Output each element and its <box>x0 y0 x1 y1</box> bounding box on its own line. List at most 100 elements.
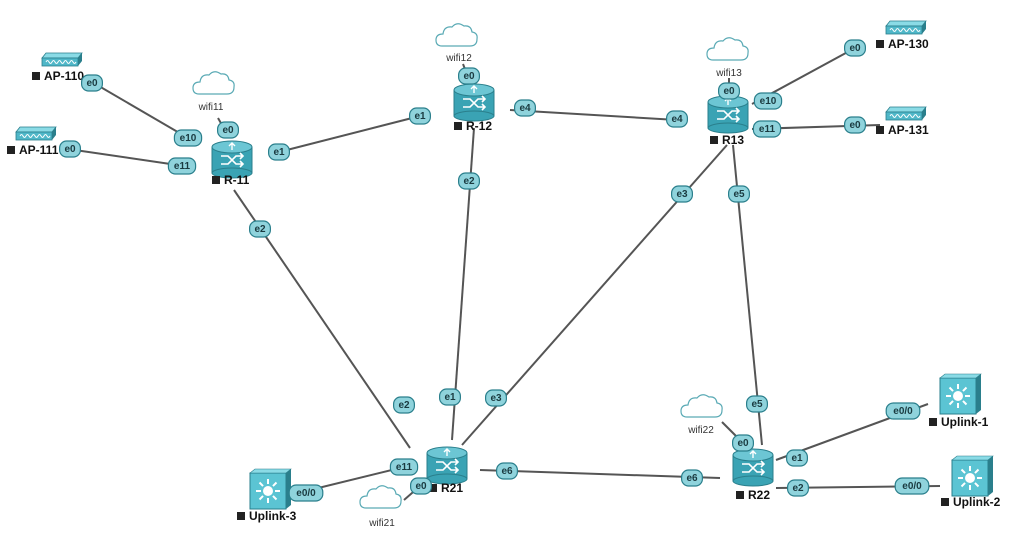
device-label: Uplink-1 <box>941 415 989 429</box>
access-point-ap-111[interactable]: AP-111 <box>7 126 59 157</box>
port-badge-shape <box>389 458 419 476</box>
port-badge-ap-110-e0[interactable]: e0 <box>80 74 103 92</box>
switch-uplink-2[interactable]: Uplink-2 <box>941 455 1001 509</box>
port-badge-r21-e2[interactable]: e2 <box>393 396 416 414</box>
port-badge-ap-111-e0[interactable]: e0 <box>58 140 81 158</box>
port-badge-uplink-2-e0/0[interactable]: e0/0 <box>894 477 930 495</box>
port-badge-shape <box>894 477 930 495</box>
port-badge-r21-e0[interactable]: e0 <box>410 477 433 495</box>
port-badge-shape <box>670 185 693 203</box>
port-badge-r21-e3[interactable]: e3 <box>485 389 508 407</box>
cloud-wifi22[interactable]: wifi22 <box>680 394 723 436</box>
router-arrow-icon <box>443 448 451 456</box>
ap-top <box>41 52 83 59</box>
port-badge-r22-e1[interactable]: e1 <box>785 449 808 467</box>
switch-icon <box>951 455 994 497</box>
port-badge-shape <box>409 107 432 125</box>
device-label: Uplink-3 <box>249 509 297 523</box>
port-badge-shape <box>843 39 866 57</box>
switch-icon <box>249 468 292 510</box>
link-r21-uplink-3[interactable] <box>305 466 405 492</box>
port-badge-shape <box>680 469 703 487</box>
router-r21[interactable]: R21 <box>426 446 468 495</box>
port-badge-r21-e1[interactable]: e1 <box>439 388 462 406</box>
router-r13[interactable]: R13 <box>707 95 749 147</box>
cloud-shape <box>192 71 235 95</box>
port-badge-r-11-e1[interactable]: e1 <box>268 143 291 161</box>
port-badge-shape <box>513 99 536 117</box>
link-r-11-r-12[interactable] <box>278 115 421 153</box>
port-badge-r13-e5[interactable]: e5 <box>727 185 750 203</box>
port-badge-r-11-e0[interactable]: e0 <box>217 121 240 139</box>
port-badge-shape <box>393 396 416 414</box>
access-point-ap-131[interactable]: AP-131 <box>876 106 929 137</box>
cloud-wifi13[interactable]: wifi13 <box>706 37 749 79</box>
access-point-ap-110[interactable]: AP-110 <box>32 52 84 83</box>
port-badge-shape <box>727 185 750 203</box>
port-badge-r13-e3[interactable]: e3 <box>670 185 693 203</box>
status-indicator <box>736 491 744 499</box>
port-badge-r13-e11[interactable]: e11 <box>752 120 782 138</box>
router-icon <box>426 446 468 485</box>
switch-top <box>249 468 292 474</box>
port-badge-r-12-e4[interactable]: e4 <box>513 99 536 117</box>
switch-uplink-3[interactable]: Uplink-3 <box>237 468 297 523</box>
port-badge-shape <box>752 120 782 138</box>
port-badge-r21-e11[interactable]: e11 <box>389 458 419 476</box>
link-ap-111-r-11[interactable] <box>67 148 185 167</box>
cloud-wifi12[interactable]: wifi12 <box>435 23 478 64</box>
link-ap-110-r-11[interactable] <box>91 81 189 139</box>
port-badge-ap-131-e0[interactable]: e0 <box>843 116 866 134</box>
port-label: e1 <box>414 111 426 122</box>
router-base <box>732 475 774 487</box>
port-label: e6 <box>501 466 513 477</box>
port-badge-r13-e0[interactable]: e0 <box>717 82 740 100</box>
cloud-wifi11[interactable]: wifi11 <box>192 71 235 113</box>
switch-icon <box>939 373 982 415</box>
router-r22[interactable]: R22 <box>732 448 774 502</box>
port-badge-uplink-3-e0/0[interactable]: e0/0 <box>288 484 324 502</box>
status-indicator <box>7 146 15 154</box>
port-label: e3 <box>490 393 502 404</box>
port-badge-r22-e2[interactable]: e2 <box>786 479 809 497</box>
port-label: e2 <box>792 483 804 494</box>
port-label: e0/0 <box>902 481 922 492</box>
port-label: e0 <box>415 481 427 492</box>
port-label: e2 <box>254 224 266 235</box>
status-indicator <box>710 136 718 144</box>
port-badge-shape <box>249 220 272 238</box>
links-layer <box>67 47 941 501</box>
router-icon <box>707 95 749 134</box>
port-badge-r-12-e1[interactable]: e1 <box>409 107 432 125</box>
router-r-11[interactable]: R-11 <box>211 140 253 187</box>
link-r21-r22[interactable] <box>479 469 721 479</box>
port-badge-r22-e0[interactable]: e0 <box>731 434 754 452</box>
port-badge-shape <box>458 67 481 85</box>
port-badge-uplink-1-e0/0[interactable]: e0/0 <box>885 402 921 420</box>
router-r-12[interactable]: R-12 <box>453 83 495 133</box>
router-cross-arrows-icon <box>436 458 460 474</box>
port-label: e10 <box>180 133 197 144</box>
cloud-wifi21[interactable]: wifi21 <box>359 485 402 529</box>
cloud-shape <box>680 394 723 418</box>
port-badge-r22-e5[interactable]: e5 <box>745 395 768 413</box>
switch-uplink-1[interactable]: Uplink-1 <box>929 373 989 429</box>
port-badge-r13-e10[interactable]: e10 <box>753 92 783 110</box>
port-badge-r-12-e0[interactable]: e0 <box>458 67 481 85</box>
status-indicator <box>32 72 40 80</box>
port-badge-r22-e6[interactable]: e6 <box>680 469 703 487</box>
port-badge-shape <box>58 140 81 158</box>
access-point-ap-130[interactable]: AP-130 <box>876 20 929 51</box>
port-badge-r21-e6[interactable]: e6 <box>496 462 519 480</box>
device-label: AP-110 <box>44 69 84 83</box>
port-badge-r-11-e10[interactable]: e10 <box>173 129 203 147</box>
port-badge-ap-130-e0[interactable]: e0 <box>843 39 866 57</box>
port-badge-r-11-e11[interactable]: e11 <box>167 157 197 175</box>
cloud-icon <box>680 394 723 418</box>
link-r-12-r13[interactable] <box>509 109 678 121</box>
port-badge-r-11-e2[interactable]: e2 <box>249 220 272 238</box>
port-badge-r-12-e2[interactable]: e2 <box>458 172 481 190</box>
port-badge-r13-e4[interactable]: e4 <box>665 110 688 128</box>
port-label: e0 <box>86 78 98 89</box>
